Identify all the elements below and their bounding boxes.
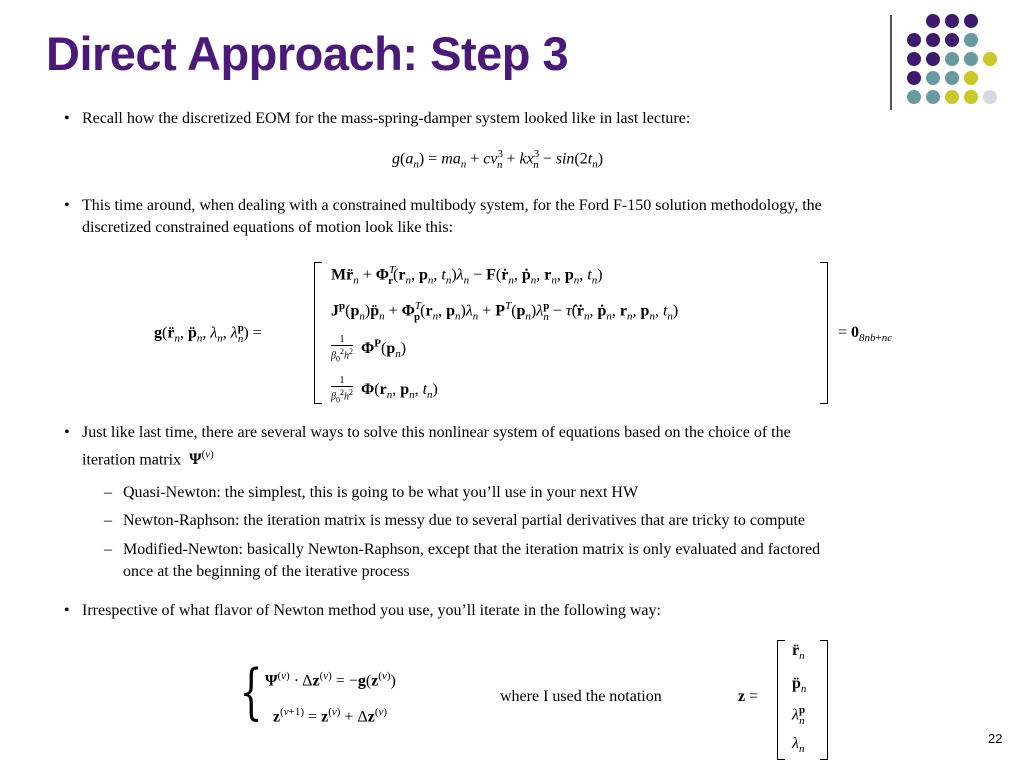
logo-dot [926, 71, 940, 85]
bullet-text: Irrespective of what flavor of Newton me… [82, 602, 661, 619]
equation-rhs-zero: = 08nb+nc [838, 324, 893, 345]
iteration-matrix-symbol: Ψ(ν) [189, 449, 214, 469]
bullet-line-2: iteration matrix [82, 451, 182, 469]
logo-dot [945, 33, 959, 47]
equation-z-definition: z = [738, 688, 759, 705]
matrix-row-2: Jp(pn)p̈n + ΦTp(rn, pn)λn + PT(pn)λpn − … [331, 300, 679, 323]
subbullet-line-1: Modified-Newton: basically Newton-Raphso… [123, 541, 821, 558]
z-entry-p: p̈n [792, 675, 807, 696]
equation-g-an: g(an) = man + cv3n + kx3n − sin(2tn) [392, 148, 604, 171]
subbullet-mark: – [104, 484, 112, 501]
logo-dot [907, 90, 921, 104]
subbullet-text: Quasi-Newton: the simplest, this is goin… [123, 484, 639, 501]
logo-dot [907, 71, 921, 85]
dot-grid-logo [907, 14, 1007, 109]
logo-dot [907, 33, 921, 47]
bullet-recall-eom: • Recall how the discretized EOM for the… [64, 108, 984, 130]
logo-dot [983, 90, 997, 104]
matrix-row-1: Mr̈n + ΦTr(rn, pn, tn)λn − F(ṙn, ṗn, rn,… [331, 264, 603, 287]
equation-newton-update: z(ν+1) = z(ν) + Δz(ν) [273, 706, 388, 726]
equation-newton-step: Ψ(ν) · Δz(ν) = −g(z(ν)) [265, 670, 396, 690]
logo-dot [964, 71, 978, 85]
bullet-iterate: • Irrespective of what flavor of Newton … [64, 600, 984, 622]
left-brace: { [239, 657, 263, 727]
logo-dot [926, 14, 940, 28]
z-entry-lambda: λn [792, 735, 805, 756]
logo-dot [964, 90, 978, 104]
logo-dot [907, 52, 921, 66]
bullet-mark: • [64, 424, 70, 441]
logo-dot [983, 52, 997, 66]
logo-divider [890, 15, 892, 110]
logo-dot [964, 14, 978, 28]
logo-dot [945, 52, 959, 66]
logo-dot [926, 52, 940, 66]
logo-dot [926, 33, 940, 47]
logo-dot [945, 90, 959, 104]
z-entry-lambda-p: λpn [792, 704, 806, 727]
logo-dot [926, 90, 940, 104]
z-entry-r: r̈n [792, 642, 805, 663]
bullet-mark: • [64, 197, 70, 214]
bullet-several-ways: • Just like last time, there are several… [64, 422, 994, 469]
right-bracket [820, 262, 828, 404]
logo-dot [964, 33, 978, 47]
bullet-text: Recall how the discretized EOM for the m… [82, 110, 691, 127]
subbullet-line-2: once at the beginning of the iterative p… [123, 563, 410, 580]
bullet-mark: • [64, 602, 70, 619]
logo-dot [945, 14, 959, 28]
subbullet-text: Newton-Raphson: the iteration matrix is … [123, 512, 806, 529]
logo-dot [964, 52, 978, 66]
bullet-line-1: Just like last time, there are several w… [82, 424, 791, 441]
page-number: 22 [988, 731, 1003, 746]
notation-label: where I used the notation [500, 688, 662, 705]
bullet-constrained-system: • This time around, when dealing with a … [64, 195, 994, 239]
z-left-bracket [777, 640, 785, 760]
subbullet-mark: – [104, 512, 112, 529]
bullet-line-1: This time around, when dealing with a co… [82, 197, 822, 214]
bullet-mark: • [64, 110, 70, 127]
z-right-bracket [820, 640, 828, 760]
slide-title: Direct Approach: Step 3 [46, 27, 569, 80]
equation-g-lhs: g(r̈n, p̈n, λn, λpn) = [154, 322, 262, 345]
left-bracket [314, 262, 322, 404]
bullet-line-2: discretized constrained equations of mot… [82, 219, 454, 236]
subbullet-mark: – [104, 541, 112, 558]
logo-dot [945, 71, 959, 85]
